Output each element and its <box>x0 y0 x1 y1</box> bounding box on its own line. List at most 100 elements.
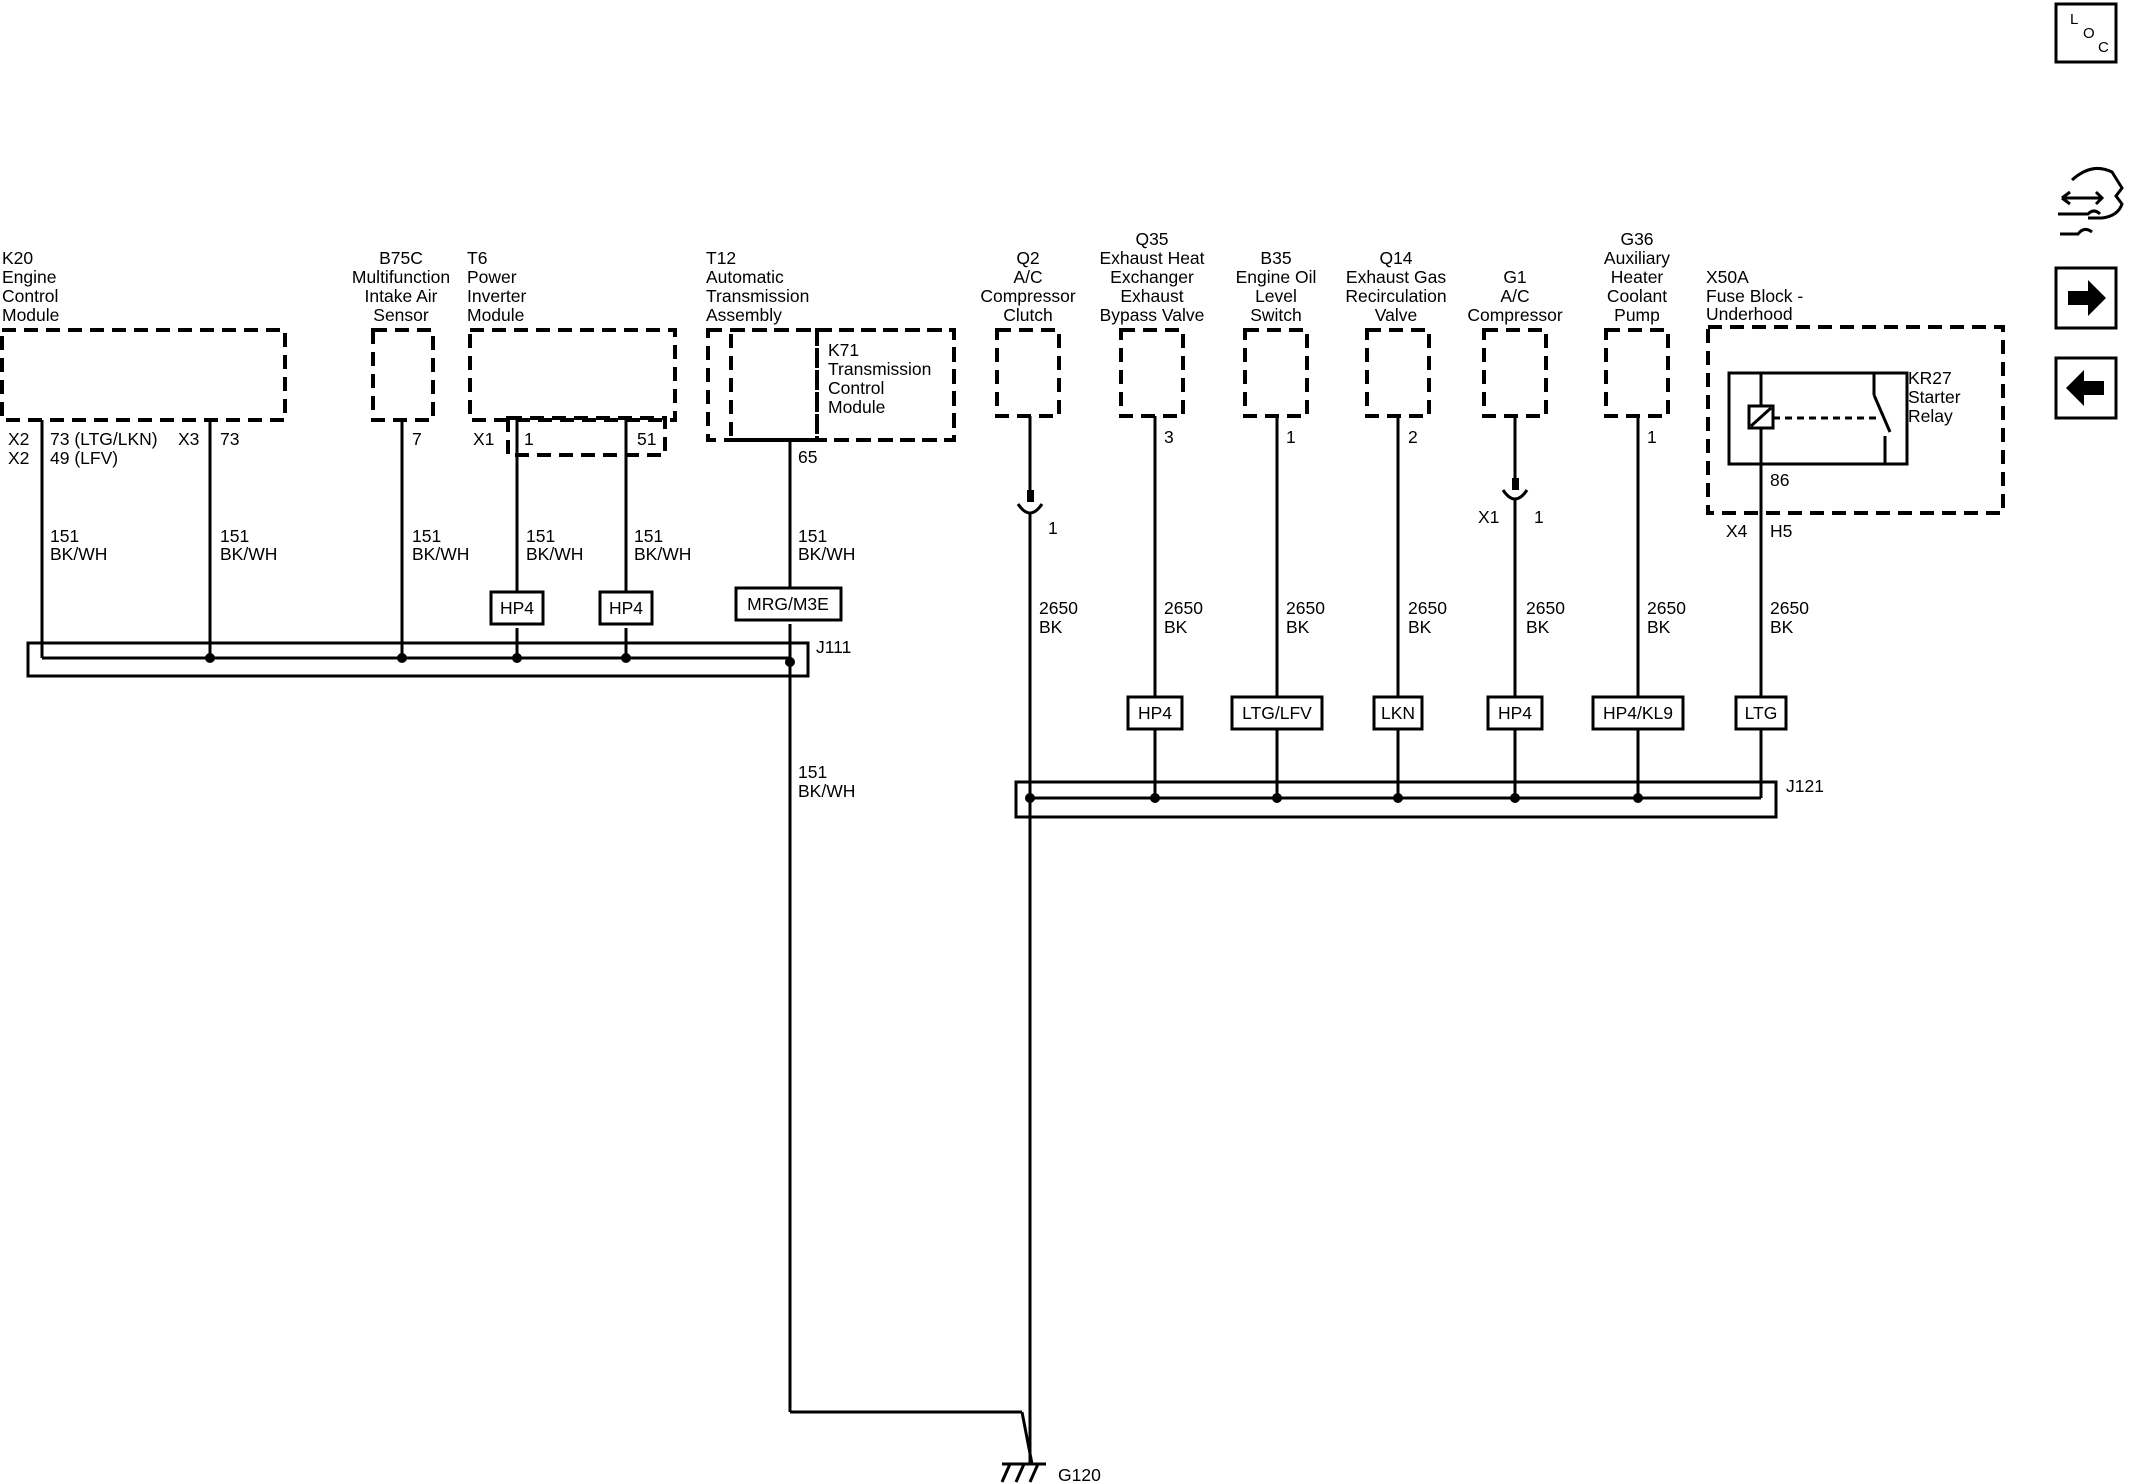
wire-color: BK <box>1408 617 1432 637</box>
circuit-number: 2650 <box>1164 598 1203 618</box>
k71-name-3: Module <box>828 397 885 417</box>
right-arrow-icon <box>2068 280 2106 316</box>
k71-name-2: Control <box>828 378 884 398</box>
q2-clutch-box <box>995 328 1061 418</box>
b75c-label: B75C Multifunction Intake Air Sensor <box>352 248 450 325</box>
g1-connector-x1: X1 <box>1478 507 1499 527</box>
circuit-number: 2650 <box>1408 598 1447 618</box>
t12-id: T12 <box>706 248 736 268</box>
circuit-number: 151 <box>526 526 555 546</box>
q2-pin-1: 1 <box>1048 518 1058 538</box>
circuit-number: 2650 <box>1526 598 1565 618</box>
g1-label: G1 A/C Compressor <box>1467 267 1562 325</box>
g36-pin-1: 1 <box>1647 427 1657 447</box>
circuit-number: 151 <box>798 526 827 546</box>
option-hp4-kl9: HP4/KL9 <box>1603 703 1673 723</box>
b75c-pin-7: 7 <box>412 429 422 449</box>
q35-label: Q35 Exhaust Heat Exchanger Exhaust Bypas… <box>1099 229 1204 325</box>
q14-pin-2: 2 <box>1408 427 1418 447</box>
q2-id: Q2 <box>1016 248 1039 268</box>
g36-name-4: Pump <box>1614 305 1660 325</box>
splice-dot <box>1150 793 1160 803</box>
q35-pin-3: 3 <box>1164 427 1174 447</box>
location-icon[interactable] <box>2054 2 2118 64</box>
splice-dot <box>205 653 215 663</box>
b35-name-1: Engine Oil <box>1236 267 1317 287</box>
x50a-label: X50A Fuse Block - Underhood <box>1706 267 1803 324</box>
q35-name-3: Exhaust <box>1120 286 1183 306</box>
ground-hatch-icon <box>1028 1463 1040 1483</box>
g36-name-3: Coolant <box>1607 286 1667 306</box>
q2-connector-icon <box>1016 503 1044 515</box>
location-button[interactable]: L O C <box>2054 2 2118 64</box>
k20-id: K20 <box>2 248 33 268</box>
option-lkn: LKN <box>1381 703 1415 723</box>
wire-color: BK <box>1526 617 1550 637</box>
q35-name-2: Exchanger <box>1110 267 1194 287</box>
g1-name-2: Compressor <box>1467 305 1562 325</box>
k20-name-2: Control <box>2 286 58 306</box>
g36-id: G36 <box>1620 229 1653 249</box>
k71-module-box <box>815 328 956 442</box>
b35-name-3: Switch <box>1250 305 1302 325</box>
q2-name-3: Clutch <box>1003 305 1053 325</box>
wire-color: BK/WH <box>634 544 691 564</box>
kr27-name-2: Relay <box>1908 406 1953 426</box>
option-ltg: LTG <box>1745 703 1778 723</box>
q14-valve-box <box>1365 328 1431 418</box>
k20-connector-x2-alt: X2 <box>8 448 29 468</box>
k20-x3-pin-73: 73 <box>220 429 239 449</box>
g1-connector-pin-icon <box>1512 478 1519 490</box>
splice-j121-dots <box>1025 793 1643 803</box>
option-hp4: HP4 <box>1138 703 1172 723</box>
k71-id: K71 <box>828 340 859 360</box>
g1-id: G1 <box>1503 267 1526 287</box>
q35-id: Q35 <box>1135 229 1168 249</box>
t6-pin-51: 51 <box>637 429 656 449</box>
g1-connector-icon <box>1501 489 1529 501</box>
q14-name-1: Exhaust Gas <box>1346 267 1446 287</box>
wire-color: BK/WH <box>798 781 855 801</box>
b75c-name-1: Multifunction <box>352 267 450 287</box>
q14-name-2: Recirculation <box>1345 286 1446 306</box>
circuit-number: 2650 <box>1647 598 1686 618</box>
t6-id: T6 <box>467 248 487 268</box>
g1-name-1: A/C <box>1500 286 1529 306</box>
ground-g120-label: G120 <box>1058 1465 1101 1484</box>
wire-color: BK <box>1039 617 1063 637</box>
splice-dot <box>621 653 631 663</box>
wire-color: BK <box>1647 617 1671 637</box>
t6-connector-x1: X1 <box>473 429 494 449</box>
wire-color: BK <box>1164 617 1188 637</box>
q35-valve-box <box>1119 328 1185 418</box>
t6-pin-1: 1 <box>524 429 534 449</box>
t12-name-1: Automatic <box>706 267 784 287</box>
circuit-number: 151 <box>634 526 663 546</box>
wire-labels-151: 151 BK/WH 151 BK/WH 151 BK/WH 151 BK/WH … <box>50 526 855 801</box>
vehicle-service-icon[interactable] <box>2058 166 2124 236</box>
splice-dot <box>397 653 407 663</box>
loc-letter-c: C <box>2098 39 2109 56</box>
k20-name-3: Module <box>2 305 59 325</box>
wire-color: BK/WH <box>220 544 277 564</box>
ground-g120: G120 <box>1000 1462 1101 1484</box>
b35-id: B35 <box>1260 248 1291 268</box>
wire-color: BK/WH <box>412 544 469 564</box>
splice-dot <box>1272 793 1282 803</box>
q2-name-2: Compressor <box>980 286 1075 306</box>
next-page-button[interactable] <box>2054 266 2118 330</box>
x50a-name-2: Underhood <box>1706 304 1793 324</box>
splice-dot <box>785 657 795 667</box>
previous-page-button[interactable] <box>2054 356 2118 420</box>
option-hp4: HP4 <box>1498 703 1532 723</box>
q14-label: Q14 Exhaust Gas Recirculation Valve <box>1345 248 1446 325</box>
q2-connector-pin-icon <box>1027 490 1034 502</box>
splice-dot <box>1510 793 1520 803</box>
t6-module-box <box>468 328 677 422</box>
q35-name-4: Bypass Valve <box>1100 305 1205 325</box>
circuit-number: 151 <box>798 762 827 782</box>
circuit-number: 2650 <box>1770 598 1809 618</box>
k71-label: K71 Transmission Control Module <box>828 340 931 417</box>
g36-pump-box <box>1604 328 1670 418</box>
